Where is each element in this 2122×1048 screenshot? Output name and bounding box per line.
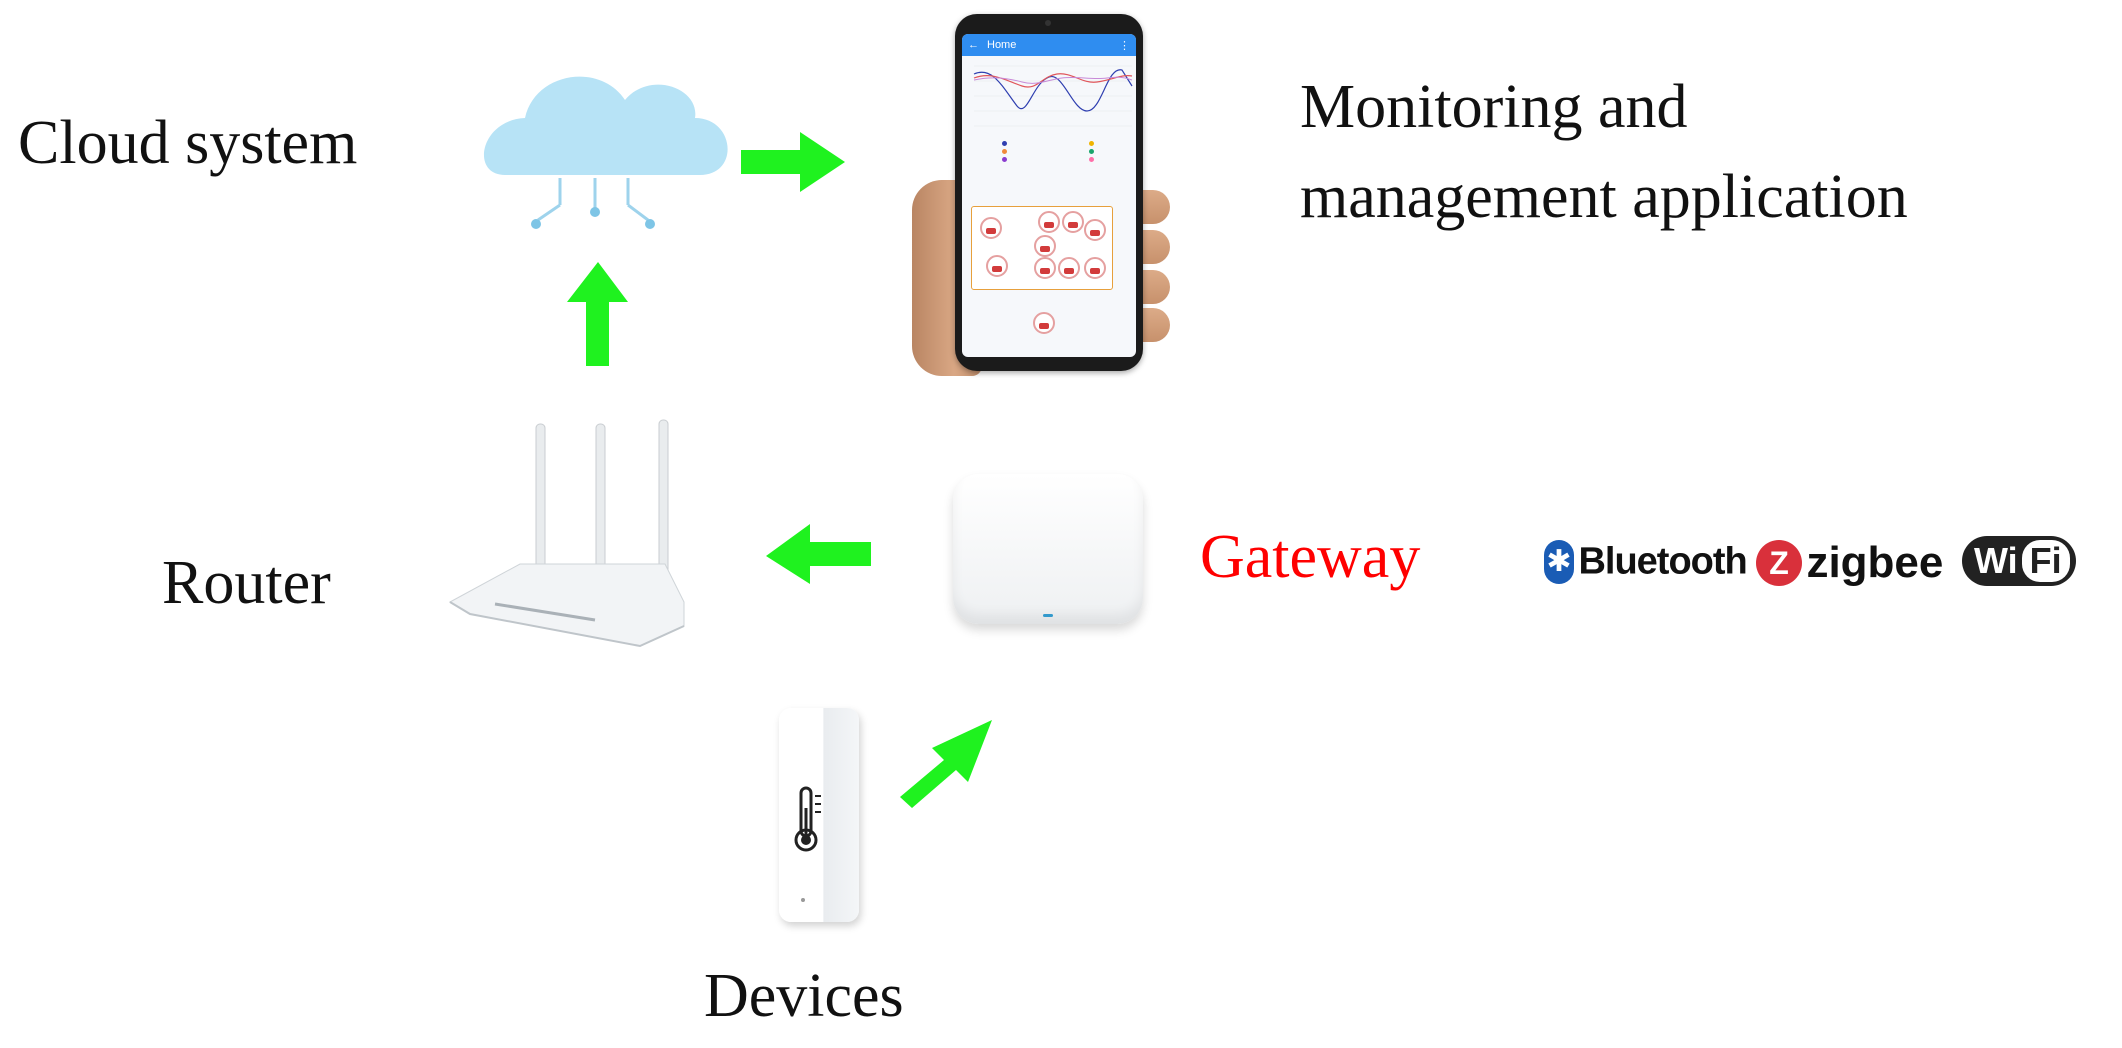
cloud-system-label: Cloud system bbox=[18, 109, 358, 177]
gauge-icon bbox=[1033, 312, 1055, 334]
cloud-icon bbox=[483, 76, 728, 229]
devices-label: Devices bbox=[704, 962, 904, 1030]
app-bar: ← Home ⋮ bbox=[962, 34, 1136, 56]
temperature-chart bbox=[973, 65, 1133, 127]
gauge-icon bbox=[1038, 211, 1060, 233]
router-icon bbox=[448, 419, 685, 648]
zigbee-logo: Z zigbee bbox=[1756, 538, 1943, 588]
smartphone-icon: ← Home ⋮ bbox=[955, 14, 1143, 371]
zigbee-icon: Z bbox=[1756, 540, 1802, 586]
camera-icon bbox=[1045, 20, 1051, 26]
gauge-icon bbox=[1062, 211, 1084, 233]
gauge-icon bbox=[1084, 219, 1106, 241]
gauge-icon bbox=[1058, 257, 1080, 279]
monitoring-app-label-line2: management application bbox=[1300, 163, 1908, 231]
sensor-map bbox=[971, 206, 1113, 290]
bluetooth-logo: ✱ Bluetooth bbox=[1544, 540, 1748, 584]
gateway-label: Gateway bbox=[1200, 523, 1421, 591]
bluetooth-icon: ✱ bbox=[1544, 540, 1574, 584]
arrow-device-to-gateway bbox=[900, 720, 992, 808]
thermometer-sensor-icon bbox=[779, 708, 859, 922]
status-led bbox=[1043, 614, 1053, 617]
back-arrow-icon[interactable]: ← bbox=[968, 39, 979, 51]
app-screen: ← Home ⋮ bbox=[962, 34, 1136, 357]
gauge-icon bbox=[986, 255, 1008, 277]
gauge-icon bbox=[1034, 257, 1056, 279]
arrow-gateway-to-router bbox=[766, 524, 871, 584]
menu-icon[interactable]: ⋮ bbox=[1119, 39, 1130, 52]
gateway-icon bbox=[953, 474, 1143, 624]
app-title: Home bbox=[987, 39, 1017, 51]
gauge-icon bbox=[1034, 235, 1056, 257]
gauge-icon bbox=[1084, 257, 1106, 279]
monitoring-app-label-line1: Monitoring and bbox=[1300, 73, 1688, 141]
chart-legend bbox=[962, 141, 1136, 147]
arrow-router-to-cloud bbox=[567, 262, 628, 366]
router-label: Router bbox=[162, 549, 331, 617]
arrow-cloud-to-app bbox=[741, 132, 845, 192]
gauge-icon bbox=[980, 217, 1002, 239]
thermometer-icon bbox=[794, 786, 821, 852]
